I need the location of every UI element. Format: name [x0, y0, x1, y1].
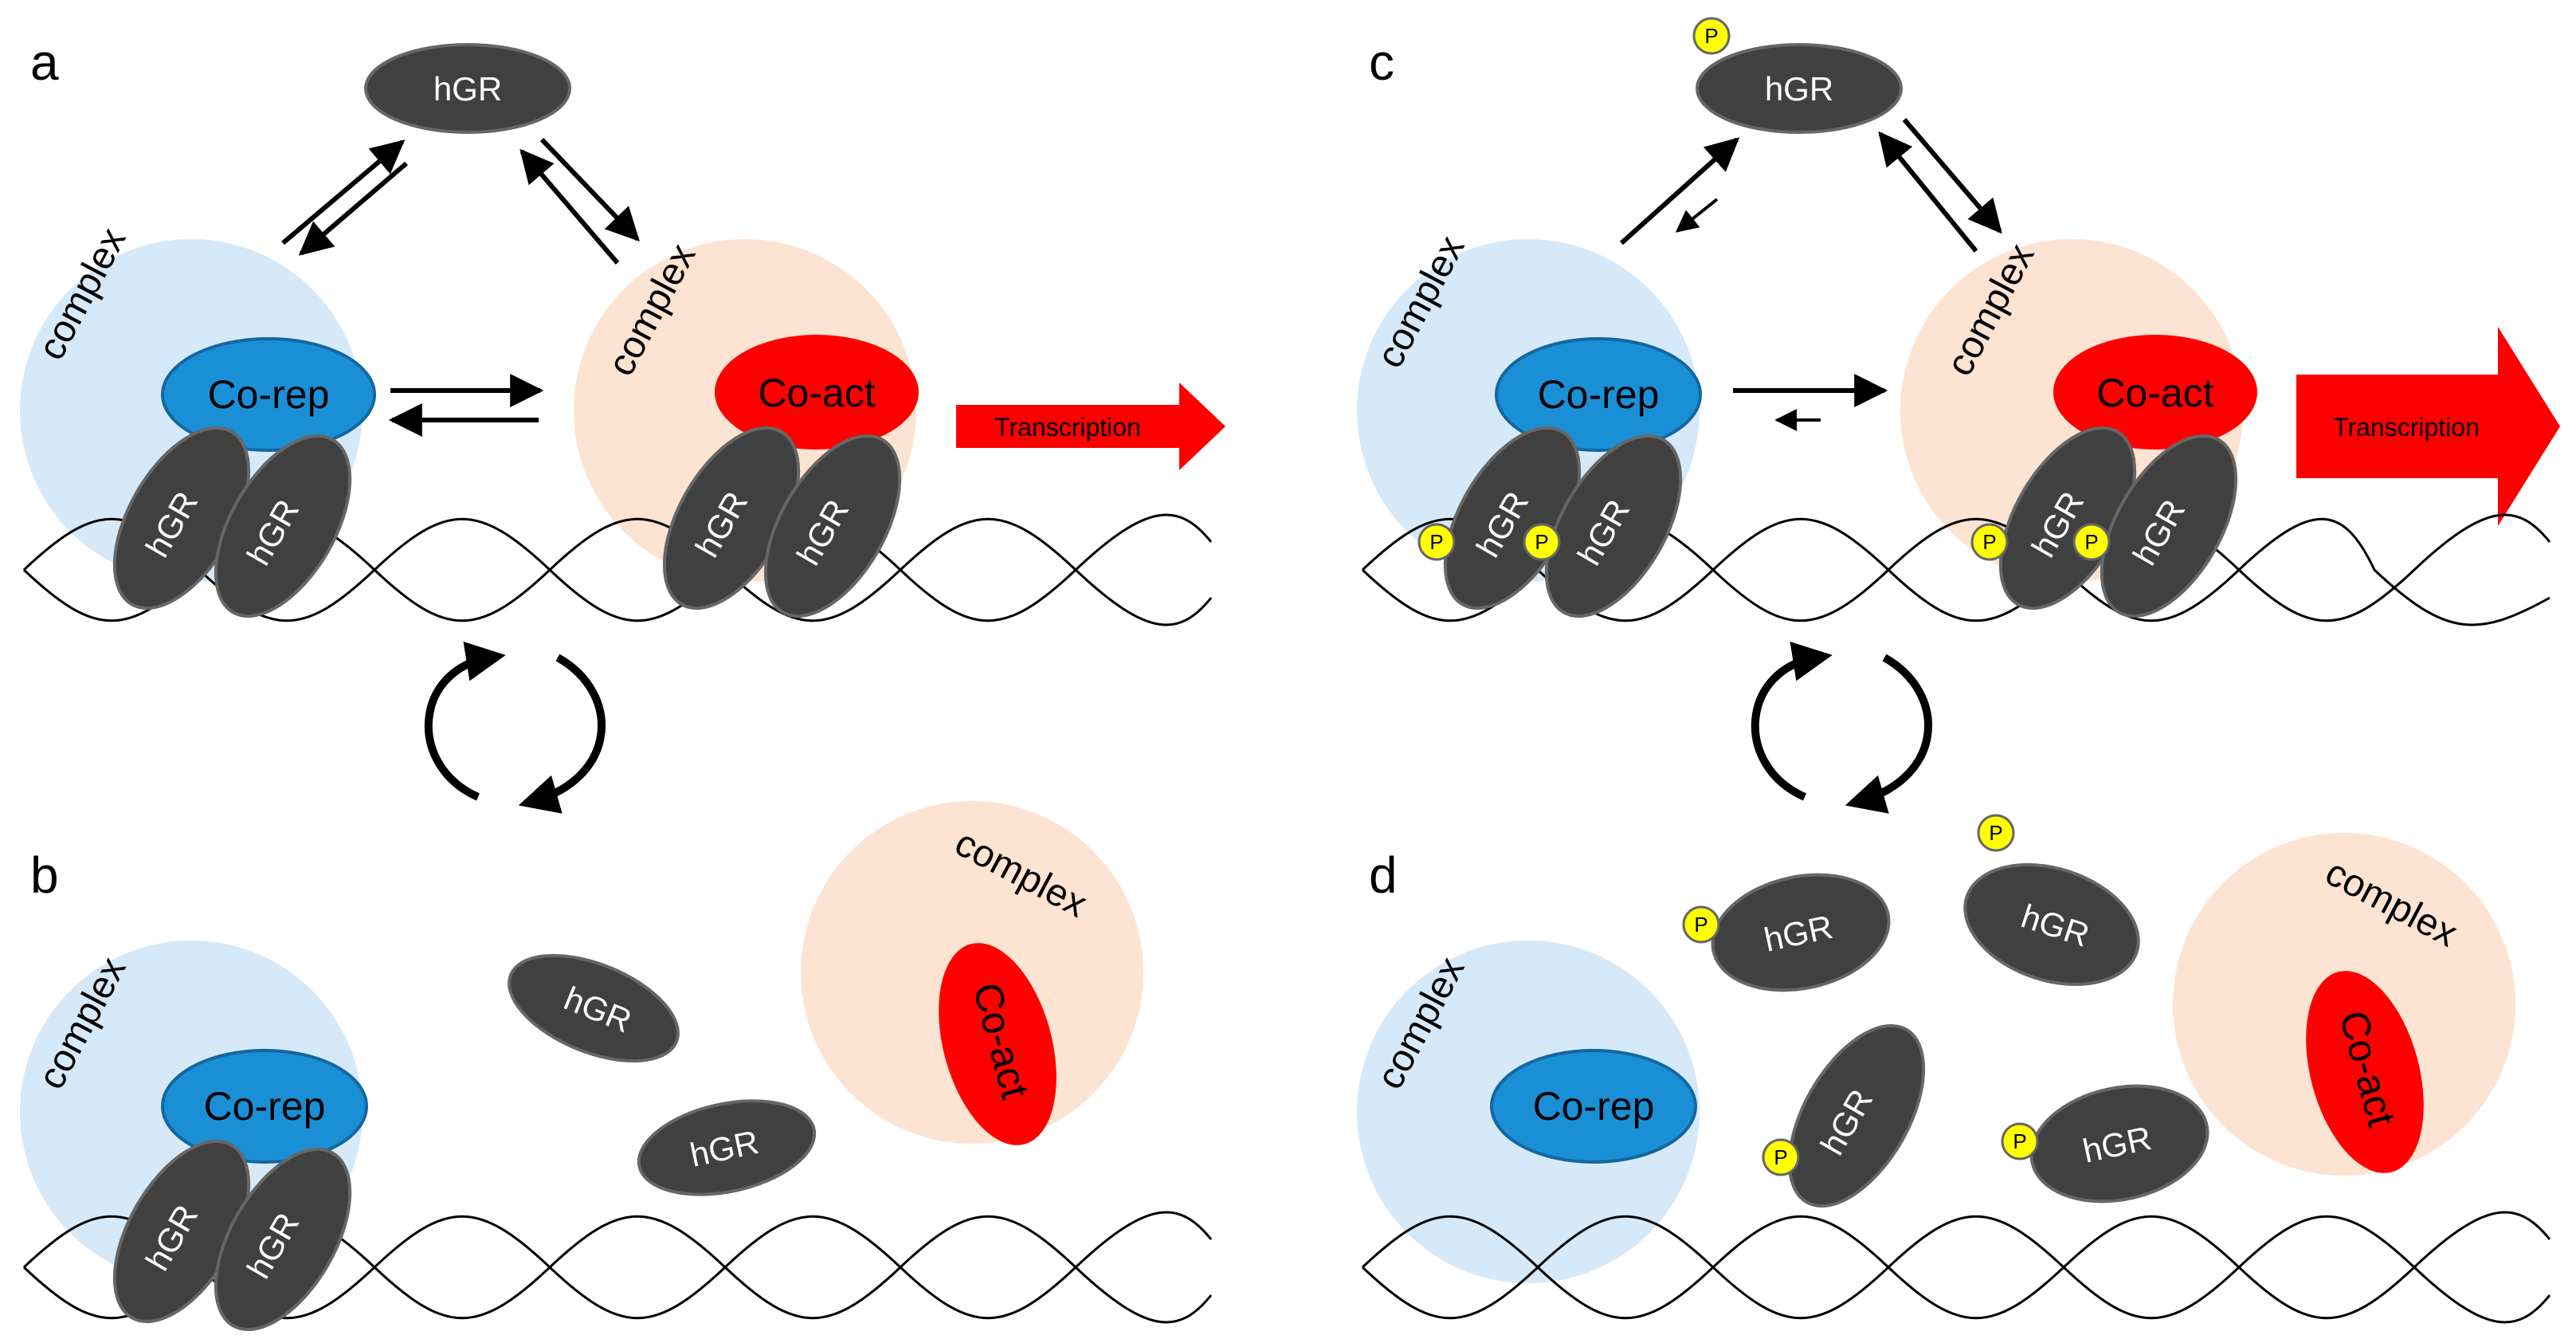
corep-label: Co-rep — [208, 372, 330, 417]
panel-d: d complex Co-rep complex Co-act hGR P hG… — [1357, 814, 2551, 1324]
phospho-label: P — [1704, 24, 1718, 48]
hgr-dimer-repressor-b: hGR hGR — [112, 1139, 352, 1332]
hgr-label: hGR — [433, 70, 502, 108]
phospho-hgr-d4: hGR P — [2001, 1084, 2209, 1204]
repressor-complex-d: complex Co-rep — [1357, 940, 1700, 1283]
free-hgr-top-c: hGR P — [1692, 17, 1903, 134]
phospho-marker — [1970, 523, 2009, 561]
phospho-label: P — [2084, 530, 2098, 554]
free-hgr-b1: hGR — [508, 953, 680, 1063]
phospho-label: P — [1535, 530, 1548, 554]
dna-helix-d — [1361, 1211, 2551, 1324]
transcription-label: Transcription — [2333, 413, 2480, 442]
phospho-marker — [1523, 523, 1561, 561]
phospho-label: P — [1982, 530, 1996, 554]
free-hgr-top-a: hGR — [364, 43, 571, 134]
transcription-arrow-a: Transcription — [956, 383, 1225, 470]
hgr-dimer-repressor-c: hGR hGR P P — [1417, 426, 1683, 618]
phospho-marker — [1417, 523, 1456, 561]
activator-complex-b: complex Co-act — [801, 801, 1143, 1145]
corep-label: Co-rep — [1538, 372, 1660, 417]
phospho-marker — [1692, 17, 1731, 55]
hgr-dimer-repressor-a: hGR hGR — [112, 426, 352, 618]
phospho-marker — [2001, 1122, 2039, 1160]
cycle-arrows-cd — [1751, 642, 1932, 814]
panel-c: c hGR P complex Co-rep complex Co-act — [1357, 17, 2560, 626]
phospho-marker — [2072, 523, 2111, 561]
panel-label-b: b — [30, 846, 59, 904]
transcription-label: Transcription — [994, 413, 1141, 442]
coact-label: Co-act — [2096, 371, 2213, 415]
free-hgr-b2: hGR — [637, 1099, 817, 1196]
panel-label-d: d — [1369, 846, 1398, 904]
phospho-label: P — [1694, 913, 1708, 937]
phospho-marker — [1762, 1138, 1800, 1176]
coact-label: Co-act — [758, 371, 875, 415]
phospho-label: P — [1429, 530, 1443, 554]
equilibrium-arrows-a — [281, 137, 640, 437]
phospho-label: P — [2013, 1129, 2026, 1153]
hgr-dimer-activator-c: hGR hGR P P — [1970, 426, 2238, 618]
phospho-marker — [1682, 905, 1720, 944]
phospho-label: P — [1989, 821, 2002, 845]
phospho-hgr-d2: hGR P — [1963, 814, 2140, 987]
phospho-label: P — [1774, 1145, 1787, 1169]
phospho-hgr-d1: hGR P — [1682, 873, 1891, 992]
panel-b: b complex Co-rep complex Co-act hGR hGR — [20, 801, 1213, 1332]
activator-complex-d: complex Co-act — [2173, 833, 2515, 1176]
hgr-label: hGR — [1765, 70, 1833, 108]
cycle-arrows-ab — [424, 642, 606, 814]
phospho-hgr-d3: hGR P — [1762, 1023, 1926, 1208]
panel-label-a: a — [30, 33, 59, 91]
corep-label: Co-rep — [1533, 1084, 1655, 1129]
hgr-dimer-activator-a: hGR hGR — [662, 426, 902, 618]
corep-label: Co-rep — [204, 1084, 326, 1129]
equilibrium-arrows-c — [1619, 118, 2002, 431]
phospho-marker — [1977, 814, 2015, 852]
panel-a: a hGR complex Co-rep complex Co-ac — [20, 33, 1225, 626]
panel-label-c: c — [1369, 33, 1394, 91]
transcription-arrow-c: Transcription — [2296, 327, 2560, 526]
